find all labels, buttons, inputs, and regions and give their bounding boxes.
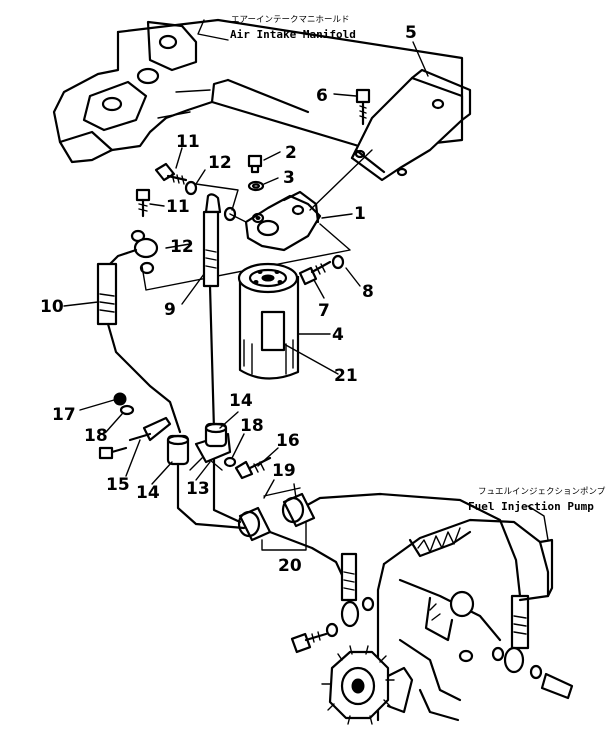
plug-on-head xyxy=(251,212,265,224)
callout-18-left: 18 xyxy=(84,426,108,446)
callout-11-upper: 11 xyxy=(176,132,200,152)
callout-16: 16 xyxy=(276,431,300,451)
callout-18-right: 18 xyxy=(240,416,264,436)
nut-17 xyxy=(113,392,127,406)
pump-caption-en: Fuel Injection Pump xyxy=(468,500,594,513)
callout-12-lower: 12 xyxy=(170,237,194,257)
manifold-caption: エアーインテークマニホールド Air Intake Manifold xyxy=(230,15,356,41)
callout-3: 3 xyxy=(283,168,295,188)
callout-5: 5 xyxy=(405,23,417,43)
filter-cartridge-4 xyxy=(237,262,300,380)
bolt-11-upper xyxy=(154,162,188,185)
callout-4: 4 xyxy=(332,325,344,345)
callout-17: 17 xyxy=(52,405,76,425)
washer-18-left xyxy=(119,404,135,416)
callout-21: 21 xyxy=(334,366,358,386)
bracket-5 xyxy=(350,68,472,182)
pump-caption: フュエルインジェクションポンプ Fuel Injection Pump xyxy=(468,487,606,513)
washer-18-right xyxy=(223,456,237,468)
bolt-7 xyxy=(298,260,332,286)
callout-9: 9 xyxy=(164,300,176,320)
bolt-11-lower xyxy=(135,188,151,218)
callout-12-upper: 12 xyxy=(208,153,232,173)
clip-15 xyxy=(128,416,172,442)
hose-end-right xyxy=(503,594,530,674)
hose-10 xyxy=(96,237,182,434)
callout-20: 20 xyxy=(278,556,302,576)
pump-caption-jp: フュエルインジェクションポンプ xyxy=(478,487,606,497)
callout-11-lower: 11 xyxy=(166,197,190,217)
callout-2: 2 xyxy=(285,143,297,163)
bolt-15-side xyxy=(98,446,128,460)
callout-14-right: 14 xyxy=(229,391,253,411)
banjo-bolts-pump xyxy=(290,596,574,700)
sleeve-14-left xyxy=(166,434,190,466)
sleeve-14-right xyxy=(204,422,228,448)
hose-9 xyxy=(202,193,222,432)
leader-lines xyxy=(63,19,549,551)
callout-numbers: 5 6 2 3 1 11 11 12 12 8 7 4 21 9 10 17 1… xyxy=(40,23,417,576)
callout-15: 15 xyxy=(106,475,130,495)
washers-12 xyxy=(130,180,247,275)
pump-drive-gear xyxy=(321,645,414,725)
manifold-caption-jp: エアーインテークマニホールド xyxy=(231,15,350,25)
connector-19-20-right xyxy=(281,492,316,528)
callout-13: 13 xyxy=(186,479,210,499)
plug-2 xyxy=(247,154,263,174)
bolt-6 xyxy=(355,88,371,126)
callout-14-left: 14 xyxy=(136,483,160,503)
manifold-caption-en: Air Intake Manifold xyxy=(230,28,356,41)
callout-19: 19 xyxy=(272,461,296,481)
callout-7: 7 xyxy=(318,301,330,321)
washer-8 xyxy=(331,254,345,270)
hose-end-left xyxy=(340,552,360,628)
callout-8: 8 xyxy=(362,282,374,302)
bolt-16 xyxy=(234,456,272,480)
connector-19-20-left xyxy=(237,506,272,542)
washer-3 xyxy=(247,180,265,192)
callout-1: 1 xyxy=(354,204,366,224)
callout-6: 6 xyxy=(316,86,328,106)
callout-10: 10 xyxy=(40,297,64,317)
